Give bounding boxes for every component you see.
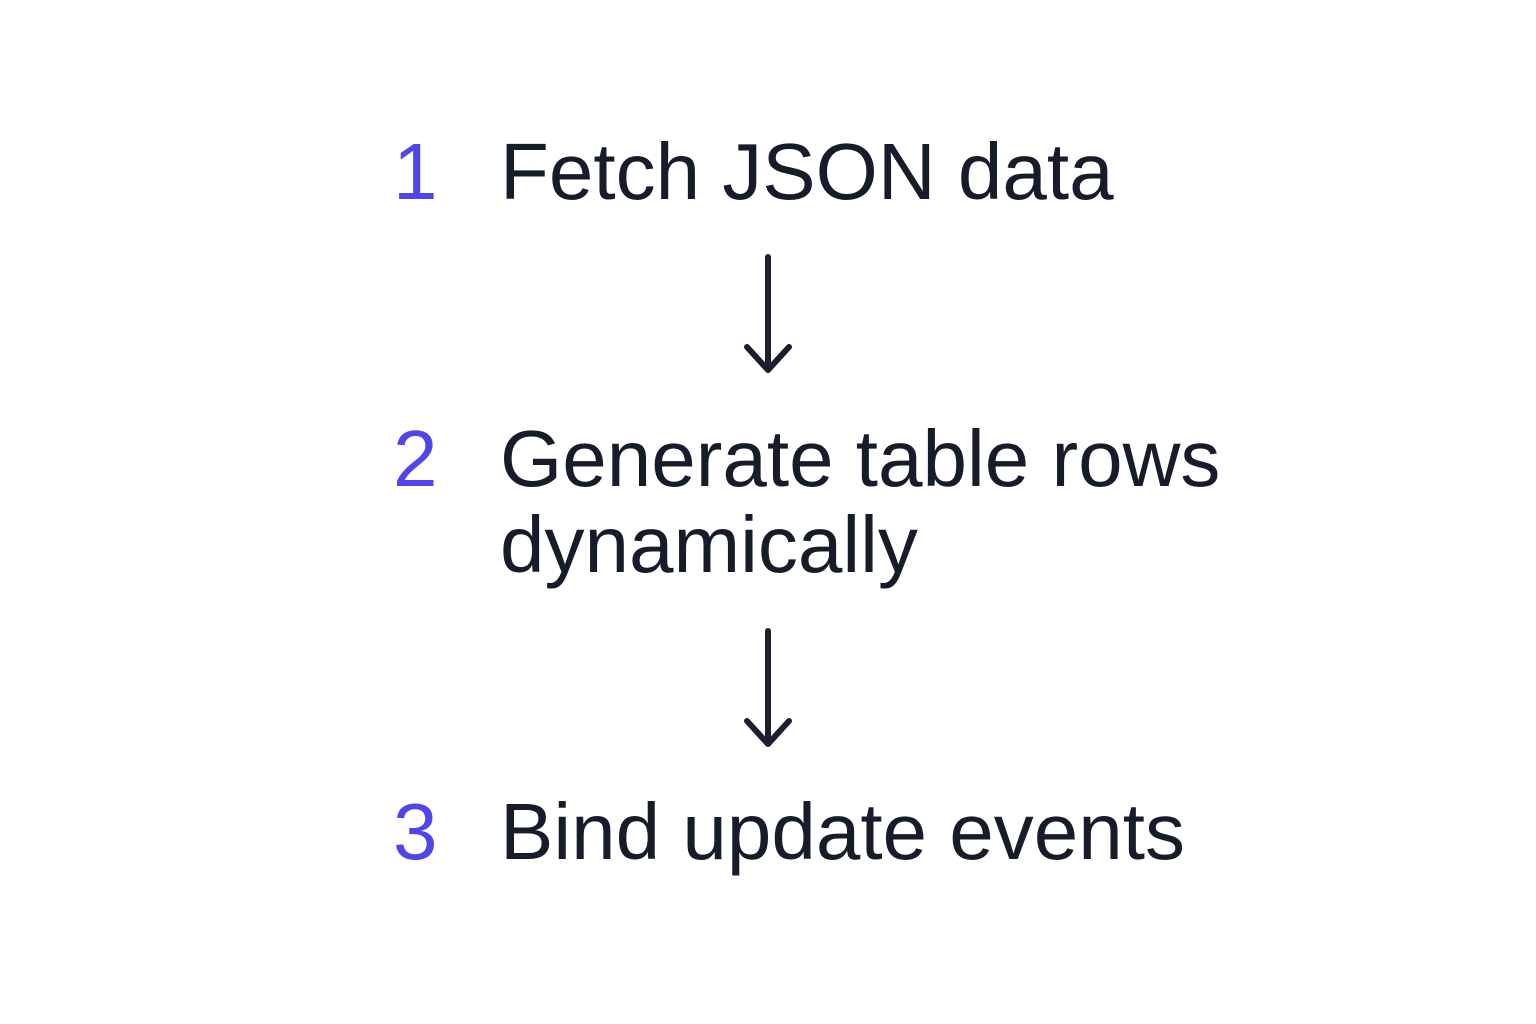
arrow-down-icon	[742, 253, 794, 377]
step-label: Bind update events	[500, 787, 1185, 876]
step-number: 1	[393, 127, 438, 216]
step-number: 3	[393, 787, 438, 876]
step-row-3: 3 Bind update events	[393, 789, 1185, 875]
step-row-2: 2 Generate table rows dynamically	[393, 416, 1220, 588]
step-label: Fetch JSON data	[500, 127, 1114, 216]
step-label: Generate table rows dynamically	[500, 414, 1221, 589]
arrow-down-icon	[742, 627, 794, 751]
step-number: 2	[393, 414, 438, 503]
step-row-1: 1 Fetch JSON data	[393, 129, 1114, 215]
